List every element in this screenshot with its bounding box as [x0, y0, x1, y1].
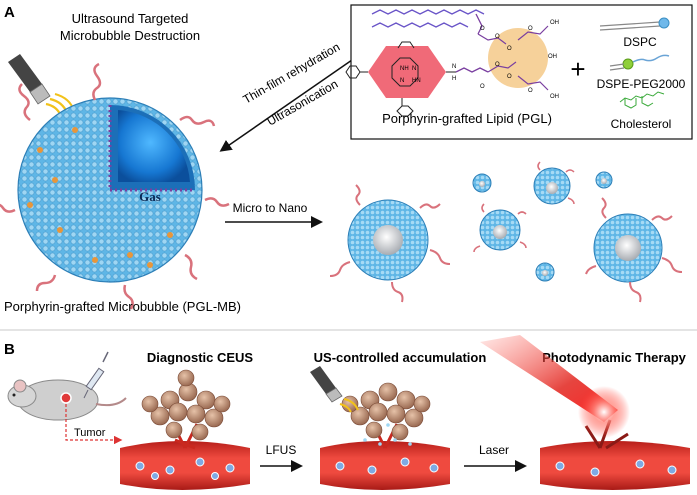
nanoparticle-small-1: [472, 173, 492, 193]
dspc-label: DSPC: [623, 35, 657, 49]
tumor-pointer: [65, 404, 123, 445]
oh-3: OH: [550, 94, 559, 100]
vessel-accumulation: [320, 382, 450, 490]
vessel-pdt: [540, 419, 690, 490]
gas-label: Gas: [139, 189, 161, 204]
vessel-diagnostic: [120, 369, 250, 490]
nanoparticle-small-3: [535, 262, 555, 282]
utmd-line2: Microbubble Destruction: [60, 28, 200, 43]
nanoparticle-medium-1: [473, 203, 527, 253]
plus-sign: +: [570, 54, 585, 84]
nanoparticle-medium-2: [533, 161, 575, 205]
microbubble-illustration: Gas: [0, 62, 230, 310]
utmd-line1: Ultrasound Targeted: [72, 11, 189, 26]
o-atom-6: O: [528, 88, 533, 94]
pgl-caption: Porphyrin-grafted Lipid (PGL): [382, 111, 552, 126]
o-atom-2: O: [507, 46, 512, 52]
link-h-atom: H: [452, 76, 456, 82]
panel-b-letter: B: [4, 341, 15, 358]
nanoparticle-large-1: [329, 184, 451, 303]
lfus-label: LFUS: [266, 443, 297, 457]
panel-a-letter: A: [4, 4, 15, 21]
pglmb-caption: Porphyrin-grafted Microbubble (PGL-MB): [4, 299, 241, 314]
nanoparticle-small-2: [595, 171, 613, 189]
laser-label: Laser: [479, 443, 509, 457]
oh-1: OH: [550, 20, 559, 26]
dspe-peg-icon: [609, 54, 670, 71]
o-atom-4: O: [507, 74, 512, 80]
n-atom: N: [412, 66, 416, 72]
lfus-transducer-icon: [310, 366, 359, 413]
o-atom-3: O: [495, 62, 500, 68]
dspc-icon: [599, 17, 670, 31]
tumor-label: Tumor: [74, 427, 106, 439]
hn-atom: HN: [412, 78, 421, 84]
micro-to-nano-label: Micro to Nano: [233, 201, 308, 215]
nanoparticle-large-2: [585, 197, 683, 303]
cholesterol-icon: [619, 91, 665, 109]
diagnostic-ceus-label: Diagnostic CEUS: [147, 350, 254, 365]
o-atom-1: O: [495, 34, 500, 40]
dspe-label: DSPE-PEG2000: [597, 77, 686, 91]
o-atom-7: O: [480, 26, 485, 32]
o-atom-5: O: [528, 26, 533, 32]
laser-glow: [578, 386, 630, 438]
cholesterol-label: Cholesterol: [611, 117, 672, 131]
ultrasound-transducer-icon: [8, 54, 75, 115]
rehydration-arrow: [219, 59, 353, 152]
nh-atom: NH: [400, 66, 409, 72]
link-n-atom: N: [452, 64, 456, 70]
syringe-icon: [83, 351, 109, 399]
pdt-label: Photodynamic Therapy: [542, 350, 687, 365]
mouse-illustration: [7, 379, 127, 421]
n2-atom: N: [400, 78, 404, 84]
us-controlled-label: US-controlled accumulation: [314, 350, 487, 365]
oh-2: OH: [548, 54, 557, 60]
o-atom-8: O: [480, 84, 485, 90]
pgl-structure: NH N N HN H N O O O O O O O O OH OH OH: [345, 9, 559, 117]
